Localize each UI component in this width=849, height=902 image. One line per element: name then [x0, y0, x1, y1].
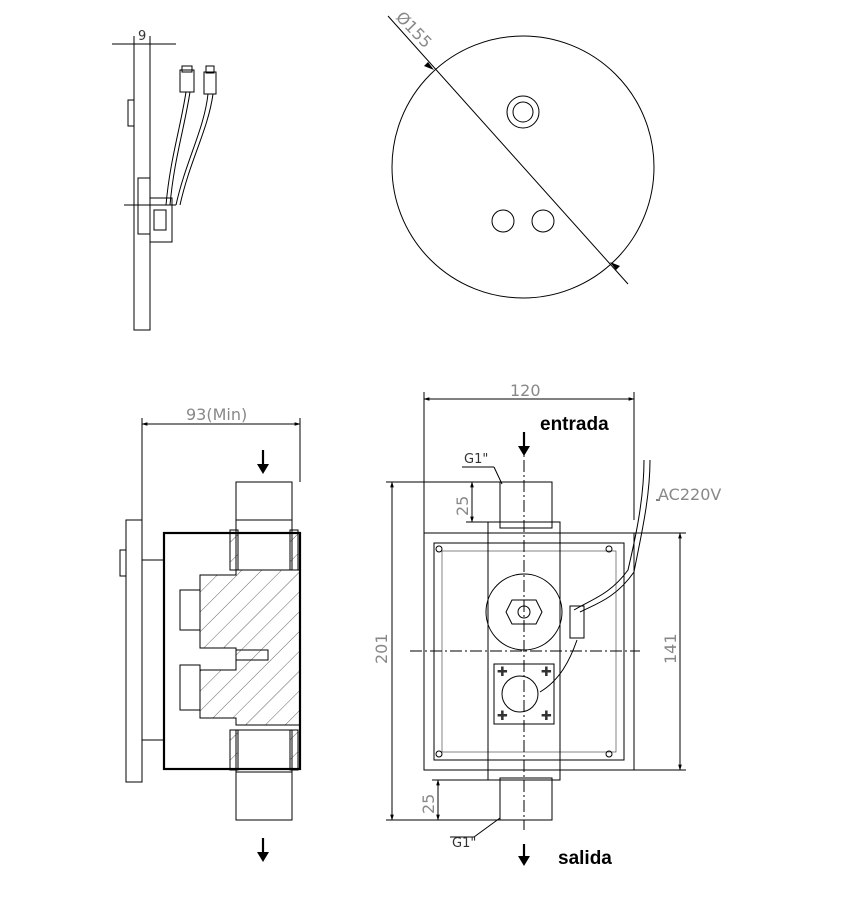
side-view-top: 9: [112, 29, 217, 331]
svg-text:✚: ✚: [497, 709, 508, 724]
svg-text:✚: ✚: [541, 665, 552, 680]
dim-thread-len-bottom: 25: [419, 794, 438, 814]
svg-text:✚: ✚: [541, 709, 552, 724]
dim-depth: 93(Min): [186, 405, 247, 424]
dim-thread-top: G1": [464, 452, 488, 467]
outlet-label: salida: [558, 848, 612, 869]
power-label: AC220V: [658, 485, 721, 504]
dim-thickness: 9: [138, 29, 146, 44]
dim-inner-height: 141: [661, 633, 680, 664]
svg-text:✚: ✚: [497, 665, 508, 680]
dim-thread-len-top: 25: [453, 496, 472, 516]
front-install-view: ✚ ✚ ✚ ✚ 120 201 141 25: [372, 381, 721, 869]
front-plate-view: Ø155: [387, 8, 655, 299]
dim-width: 120: [510, 381, 541, 400]
section-view: 93(Min): [119, 405, 302, 862]
dim-thread-bottom: G1": [452, 836, 476, 851]
inlet-label: entrada: [540, 414, 609, 435]
dim-height: 201: [372, 633, 391, 664]
